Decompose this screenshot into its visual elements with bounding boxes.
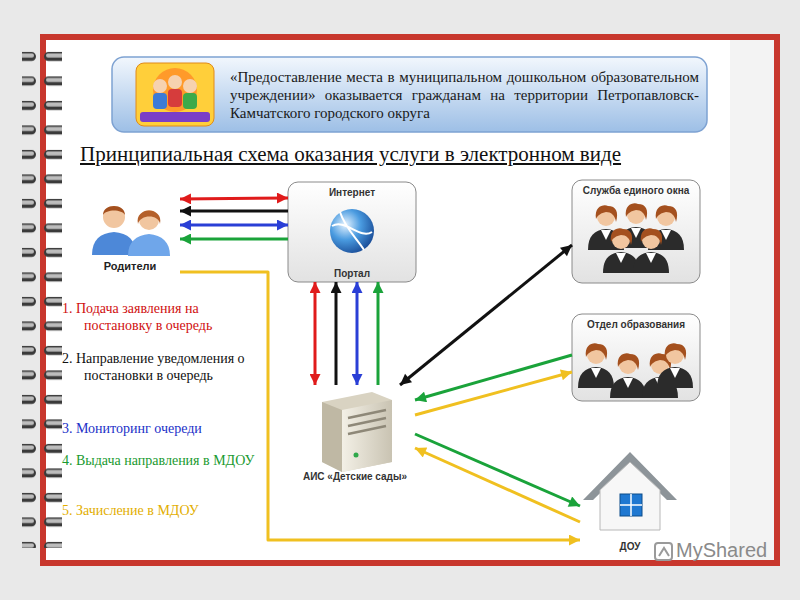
flow-arrow xyxy=(377,282,380,385)
service-banner: «Предоставление места в муниципальном до… xyxy=(112,57,707,132)
flow-arrow xyxy=(180,198,288,199)
flow-arrow xyxy=(180,224,288,227)
node-label: АИС «Детские сады» xyxy=(303,471,407,482)
flow-arrow xyxy=(314,282,317,385)
actor-parents: Родители xyxy=(80,195,180,275)
portal-box: ИнтернетПортал xyxy=(288,182,416,282)
office-box: Служба единого окна xyxy=(572,180,700,283)
node-label: ДОУ xyxy=(620,541,641,552)
node-label: Отдел образования xyxy=(587,319,685,330)
flow-arrow xyxy=(180,272,580,540)
step-item: 5. Зачисление в МДОУ xyxy=(62,502,258,519)
node-label: Портал xyxy=(334,268,370,279)
node-label: Служба единого окна xyxy=(583,185,690,196)
flow-arrow xyxy=(180,238,288,241)
diagram-title: Принципиальная схема оказания услуги в э… xyxy=(80,142,621,167)
flow-arrow xyxy=(356,282,359,385)
watermark: MyShared xyxy=(676,539,767,562)
flow-arrow xyxy=(415,434,580,506)
node-label: Интернет xyxy=(329,187,375,198)
step-item: 4. Выдача направления в МДОУ xyxy=(62,452,258,469)
flow-arrow xyxy=(335,282,338,385)
banner-text: «Предоставление места в муниципальном до… xyxy=(230,68,699,122)
flow-arrow xyxy=(400,245,572,385)
kindergarten-node: ДОУ xyxy=(580,450,680,555)
flow-arrow xyxy=(415,448,580,522)
node-label: Родители xyxy=(104,260,157,272)
flow-arrow xyxy=(180,210,288,213)
step-item: 2. Направление уведомления о постановки … xyxy=(62,350,258,384)
office-box: Отдел образования xyxy=(572,314,700,401)
step-item: 3. Мониторинг очереди xyxy=(62,420,258,437)
server-node: АИС «Детские сады» xyxy=(295,385,415,485)
flow-arrow xyxy=(415,372,572,415)
step-item: 1. Подача заявления на постановку в очер… xyxy=(62,300,258,334)
